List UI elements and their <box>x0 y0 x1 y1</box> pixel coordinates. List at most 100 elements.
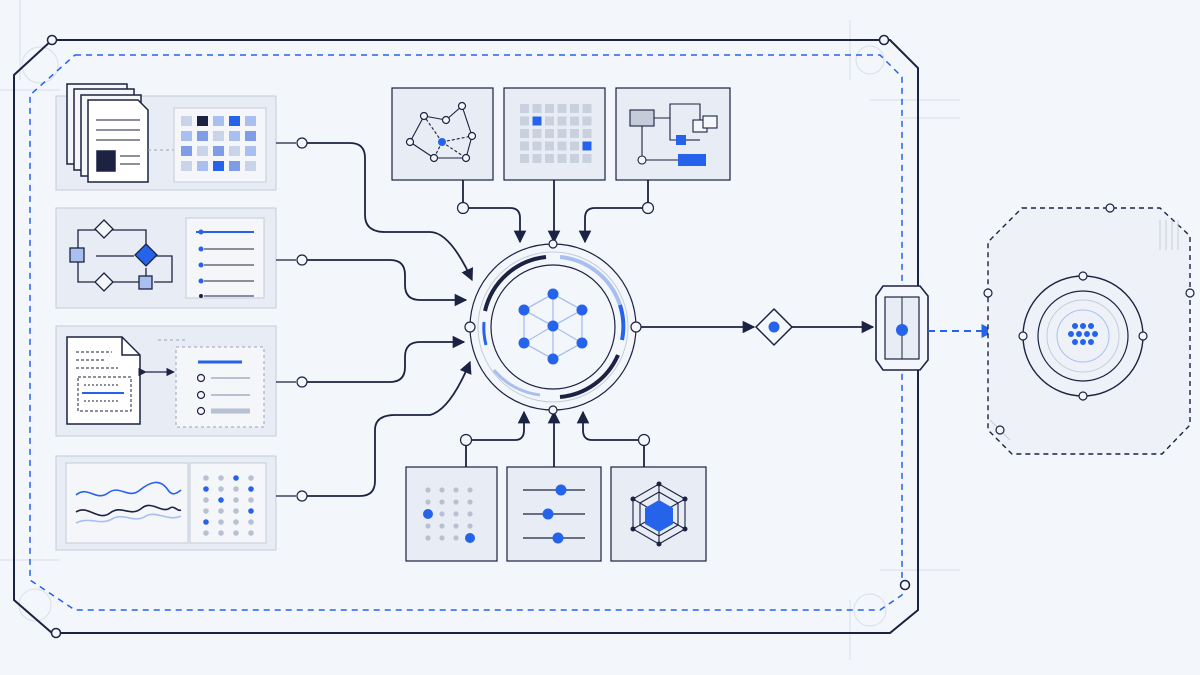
grid-dot <box>453 499 459 505</box>
grid-dot <box>425 523 431 529</box>
grid-cell <box>545 154 554 163</box>
heatmap-cell <box>245 161 256 171</box>
heatmap-cell <box>229 161 240 171</box>
grid-cell <box>532 104 542 113</box>
target-dot <box>1088 323 1094 329</box>
grid-dot <box>439 523 445 529</box>
grid-dot <box>467 487 473 493</box>
matrix-dot <box>218 519 224 525</box>
heatmap-cell <box>245 146 256 156</box>
grid-dot <box>467 511 473 517</box>
grid-cell <box>532 116 542 126</box>
matrix-dot <box>233 475 239 481</box>
port-connector-icon <box>875 285 929 371</box>
heatmap-cell <box>181 131 192 141</box>
matrix-dot <box>248 519 254 525</box>
grid-cell <box>570 154 579 163</box>
heatmap-cell <box>181 116 192 126</box>
matrix-grid-icon <box>520 104 592 163</box>
grid-dot <box>453 535 459 541</box>
output-node <box>983 203 1195 455</box>
matrix-dot <box>248 530 254 536</box>
target-dot <box>1088 339 1094 345</box>
panel-form <box>55 325 308 437</box>
top-connectors <box>462 180 649 244</box>
matrix-dot <box>218 475 224 481</box>
heatmap-cell <box>213 116 224 126</box>
heatmap-cell <box>229 146 240 156</box>
heatmap-cell <box>197 116 208 126</box>
card-network-graph <box>391 87 494 181</box>
matrix-dot <box>218 530 224 536</box>
grid-dot <box>453 511 459 517</box>
target-dot <box>1068 331 1074 337</box>
grid-cell <box>520 129 529 138</box>
checklist-icon <box>185 217 265 299</box>
grid-cell <box>520 141 529 151</box>
grid-cell <box>582 104 592 113</box>
left-connectors <box>307 142 474 497</box>
matrix-dot <box>248 486 254 492</box>
grid-cell <box>545 141 554 151</box>
matrix-dot <box>233 519 239 525</box>
matrix-dot <box>203 519 209 525</box>
dot-grid-icon <box>423 487 475 543</box>
grid-dot <box>453 487 459 493</box>
hexagon-icon <box>630 481 688 547</box>
heatmap-cell <box>229 116 240 126</box>
target-dot <box>1080 323 1086 329</box>
grid-dot <box>425 487 431 493</box>
grid-dot <box>425 499 431 505</box>
heatmap-cell <box>181 146 192 156</box>
matrix-dot <box>248 508 254 514</box>
sliders-icon <box>523 484 585 544</box>
matrix-dot <box>203 486 209 492</box>
central-hub <box>464 239 642 415</box>
grid-cell <box>557 104 567 113</box>
hexagonal-lattice-icon <box>518 288 588 365</box>
grid-cell <box>532 129 542 138</box>
form-document-icon <box>66 336 141 425</box>
grid-cell <box>520 154 529 163</box>
heatmap-cell <box>197 131 208 141</box>
grid-dot <box>439 535 445 541</box>
heatmap-grid-icon <box>173 107 267 183</box>
grid-cell <box>532 154 542 163</box>
waveform-icon <box>75 481 182 524</box>
grid-dot <box>467 523 473 529</box>
grid-cell <box>557 154 567 163</box>
target-dot <box>1092 331 1098 337</box>
matrix-dot <box>233 530 239 536</box>
inner-dashed-frame <box>29 54 903 611</box>
grid-cell <box>520 104 529 113</box>
matrix-dot <box>203 475 209 481</box>
target-dot <box>1072 339 1078 345</box>
grid-cell <box>582 141 592 151</box>
grid-dot <box>439 487 445 493</box>
heatmap-cell <box>213 131 224 141</box>
matrix-dot <box>203 497 209 503</box>
matrix-dot <box>248 497 254 503</box>
heatmap-cell <box>181 161 192 171</box>
card-sliders <box>506 466 602 562</box>
heatmap-cell <box>213 146 224 156</box>
matrix-dot <box>218 508 224 514</box>
grid-cell <box>557 116 567 126</box>
target-dot <box>1076 331 1082 337</box>
bottom-connectors <box>465 410 645 467</box>
matrix-dot <box>218 497 224 503</box>
top-port-right <box>641 201 655 215</box>
network-graph-icon <box>405 101 477 163</box>
grid-cell <box>545 116 554 126</box>
grid-cell <box>520 116 529 126</box>
grid-cell <box>545 104 554 113</box>
heatmap-cell <box>213 161 224 171</box>
heatmap-cell <box>245 116 256 126</box>
target-dot <box>1072 323 1078 329</box>
panel-signals-port <box>296 490 308 502</box>
dot-matrix-icon <box>189 462 267 544</box>
grid-cell <box>570 104 579 113</box>
heatmap-cell <box>197 146 208 156</box>
form-fields-icon <box>158 339 265 428</box>
